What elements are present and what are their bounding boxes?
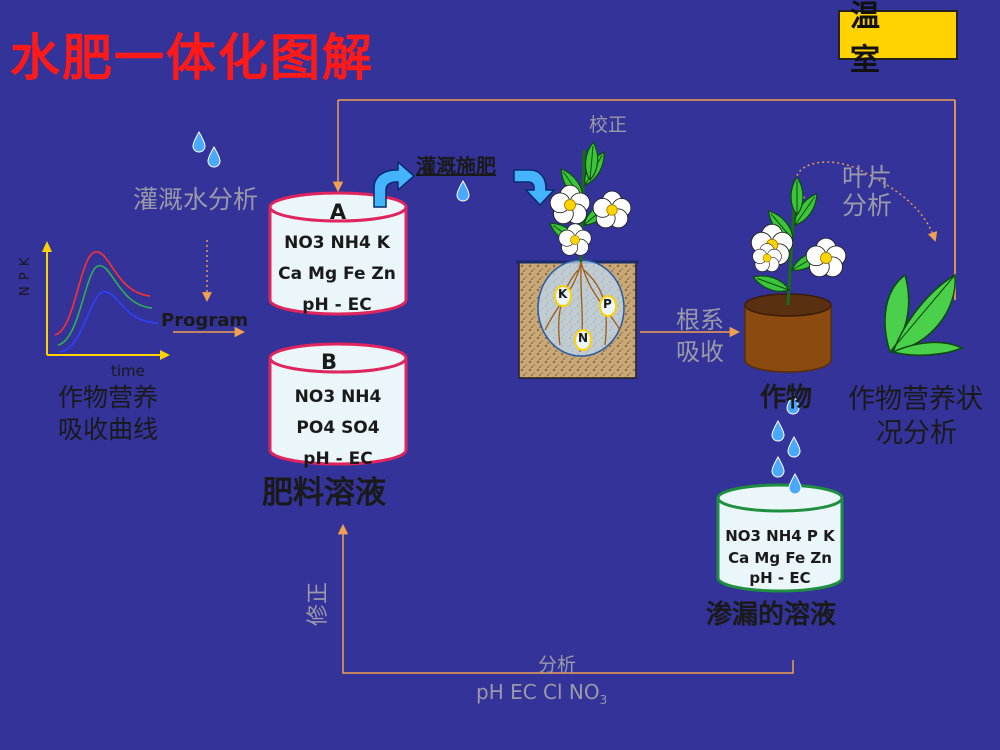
label-analysis: 分析 <box>538 654 577 676</box>
label-npk-axis: N P K <box>18 256 33 296</box>
leaf-sample-icon <box>884 273 964 356</box>
water-drop-icon <box>456 180 470 202</box>
label-fertigation: 灌溉施肥 <box>416 154 496 178</box>
curve-red <box>54 251 151 336</box>
water-drop-icon <box>787 436 801 458</box>
tank-leachate-line2: Ca Mg Fe Zn <box>728 549 832 567</box>
tank-leachate-line1: NO3 NH4 P K <box>725 527 835 545</box>
label-calibration: 校正 <box>589 114 628 136</box>
soil-container <box>516 259 639 379</box>
tank-b-line2: PO4 SO4 <box>296 418 380 438</box>
tank-b <box>268 342 408 466</box>
fertigation-arrow-left <box>373 160 416 208</box>
tank-b-letter: B <box>320 350 337 374</box>
label-irrigation-water-analysis: 灌溉水分析 <box>133 185 259 214</box>
crop-pot <box>744 176 847 373</box>
label-program: Program <box>161 310 249 331</box>
label-leaf-analysis-1: 叶片 <box>842 163 893 192</box>
root-nutrient-p: P <box>603 297 612 311</box>
label-root-absorption-2: 吸收 <box>676 338 724 366</box>
label-leaf-analysis-2: 分析 <box>842 191 893 220</box>
label-crop-nutrition-2: 况分析 <box>876 418 957 449</box>
water-drop-icon <box>207 146 221 168</box>
label-analysis-items: pH EC Cl NO3 <box>476 680 608 707</box>
nutrient-k <box>554 285 572 307</box>
root-nutrient-k: K <box>558 287 568 301</box>
water-drop-icon <box>192 131 206 153</box>
fertigation-arrow-right <box>513 169 556 207</box>
label-crop-nutrition-1: 作物营养状 <box>848 384 983 415</box>
curve-blue <box>59 291 159 353</box>
tank-a-line1: NO3 NH4 K <box>284 233 390 253</box>
tank-leachate <box>716 483 844 593</box>
label-fertilizer-solution: 肥料溶液 <box>262 475 386 511</box>
feedback-loop-top <box>332 99 956 300</box>
label-crop: 作物 <box>760 383 813 413</box>
uptake-curve-chart <box>42 241 170 360</box>
label-leachate: 渗漏的溶液 <box>706 600 837 630</box>
feedback-loop-bottom <box>337 523 794 674</box>
tank-a <box>268 191 408 316</box>
root-nutrient-n: N <box>578 331 589 345</box>
label-root-absorption-1: 根系 <box>676 306 724 334</box>
tank-b-line3: pH - EC <box>303 449 373 469</box>
label-uptake-curve-1: 作物营养 <box>58 383 159 412</box>
water-drop-icon <box>788 473 802 495</box>
curve-green <box>57 265 153 346</box>
label-time-axis: time <box>111 362 145 380</box>
tank-a-line2: Ca Mg Fe Zn <box>278 264 396 284</box>
water-drop-icon <box>771 420 785 442</box>
tank-a-letter: A <box>329 200 347 224</box>
label-correction: 修正 <box>306 581 331 626</box>
tank-a-line3: pH - EC <box>302 295 372 315</box>
nutrient-n <box>574 329 592 351</box>
page-title: 水肥一体化图解 <box>10 28 374 87</box>
tank-b-line1: NO3 NH4 <box>294 387 382 407</box>
label-uptake-curve-2: 吸收曲线 <box>58 415 159 444</box>
tank-leachate-line3: pH - EC <box>749 569 811 587</box>
potted-plant <box>545 141 632 263</box>
nutrient-p <box>599 295 617 317</box>
water-drop-icon <box>771 456 785 478</box>
